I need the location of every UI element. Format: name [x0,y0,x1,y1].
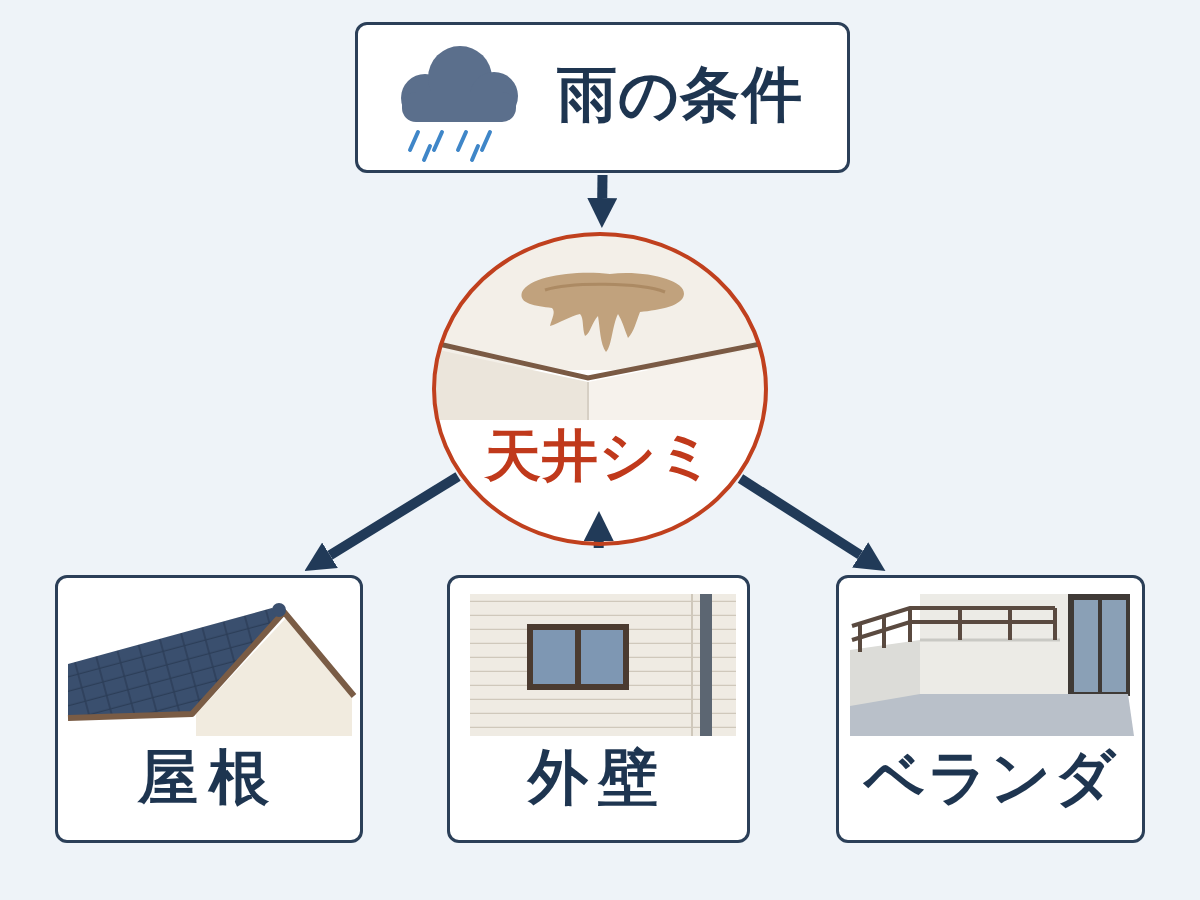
node-label: 雨の条件 [557,60,803,129]
flow-arrow [597,175,607,198]
box-ground [837,576,1144,842]
category-box: 雨の条件 [355,22,850,173]
rain-cloud-icon [401,46,518,160]
category-box: 屋根 [55,575,363,843]
node-label: 外壁 [528,743,670,812]
category-box: ベランダ [836,575,1145,843]
box-ground [448,576,749,842]
box-ground [356,23,850,172]
node-label: 屋根 [138,743,280,812]
ceiling-stain-illustration [420,230,780,420]
flow-arrow [740,479,860,555]
flow-arrow [330,476,458,555]
roof-illustration [68,603,354,736]
circle-outline [432,232,768,546]
wall-illustration [470,594,736,736]
box-ground [56,576,362,842]
result-circle: 天井シミ [432,232,768,546]
node-label: ベランダ [864,743,1118,812]
balcony-illustration [850,594,1134,736]
category-box: 外壁 [447,575,750,843]
node-label: 天井シミ [485,424,715,488]
